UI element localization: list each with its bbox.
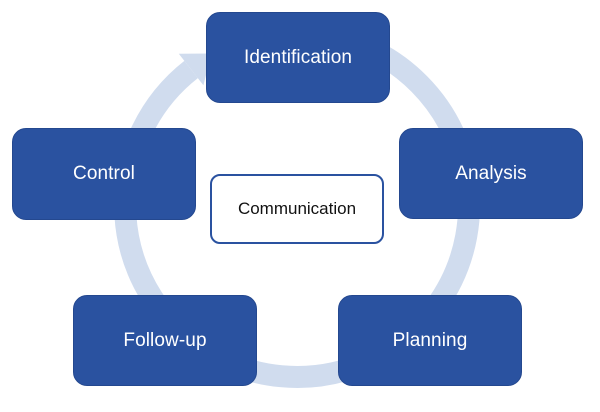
- step-control: Control: [12, 128, 196, 220]
- step-planning: Planning: [338, 295, 522, 386]
- center-communication: Communication: [210, 174, 384, 244]
- step-label: Analysis: [455, 162, 527, 184]
- center-label: Communication: [237, 199, 357, 218]
- step-label: Control: [73, 163, 135, 184]
- step-identification: Identification: [206, 12, 390, 103]
- step-label: Identification: [243, 46, 353, 68]
- step-label: Follow-up: [123, 329, 207, 351]
- step-label: Planning: [392, 329, 468, 351]
- step-analysis: Analysis: [399, 128, 583, 219]
- cycle-arrowhead-icon: [178, 53, 212, 86]
- step-follow-up: Follow-up: [73, 295, 257, 386]
